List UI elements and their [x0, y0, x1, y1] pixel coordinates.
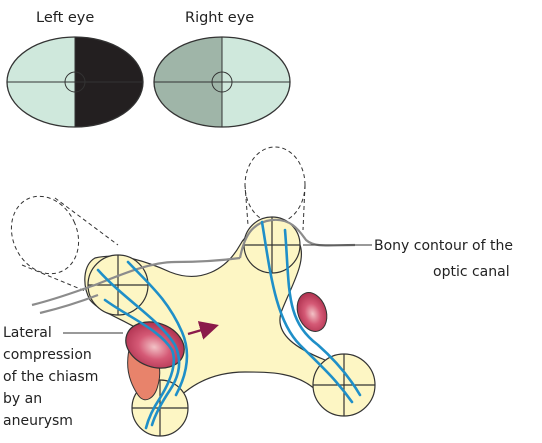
left-eye-field: Left eye [7, 10, 143, 127]
left-globe-outline [0, 185, 91, 285]
lateral-compression-label-line2: compression [3, 347, 92, 363]
bony-contour-label-line1: Bony contour of the [374, 238, 513, 254]
lateral-compression-label-line4: by an [3, 391, 42, 407]
right-eye-label: Right eye [185, 10, 254, 26]
lateral-compression-label-line1: Lateral [3, 325, 52, 341]
lateral-compression-label-line5: aneurysm [3, 413, 73, 429]
left-eye-label: Left eye [36, 10, 94, 26]
right-eye-field: Right eye [154, 10, 290, 127]
right-globe-outline [245, 147, 305, 223]
aneurysm-right [292, 288, 332, 335]
lateral-compression-label-line3: of the chiasm [3, 369, 98, 385]
bony-contour-label-line2: optic canal [433, 264, 510, 280]
right-optic-tract-section [313, 354, 375, 416]
